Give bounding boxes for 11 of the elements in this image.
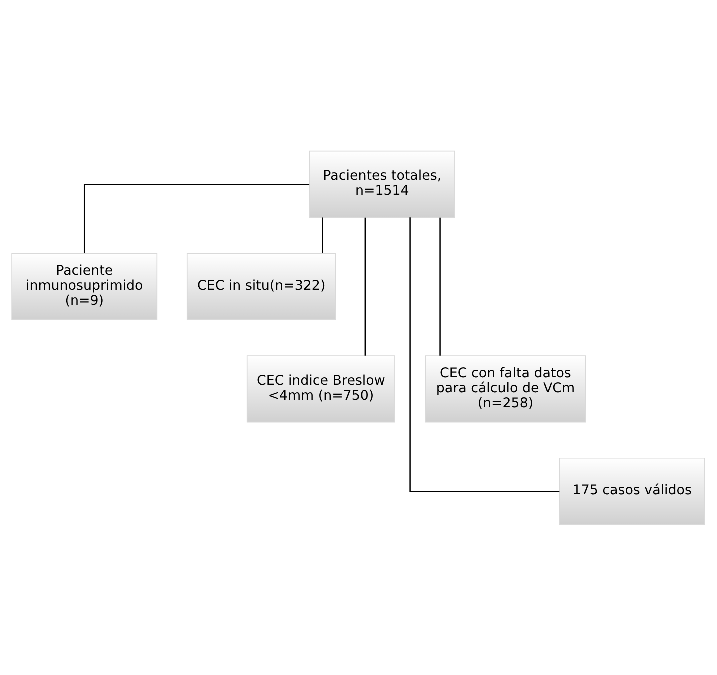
node-box: Pacientes totales, n=1514	[309, 150, 456, 218]
connector	[84, 184, 310, 253]
connector	[364, 217, 366, 356]
node-box: CEC con falta datos para cálculo de VCm (n=258)	[425, 355, 586, 422]
node-box: Paciente inmunosuprimido (n=9)	[12, 252, 158, 320]
connector	[440, 217, 441, 356]
node-box: 175 casos válidos	[559, 457, 706, 525]
connector	[410, 217, 560, 492]
connector	[322, 217, 324, 253]
node-box: CEC indice Breslow <4mm (n=750)	[246, 355, 396, 422]
node-box: CEC in situ(n=322)	[186, 252, 336, 320]
